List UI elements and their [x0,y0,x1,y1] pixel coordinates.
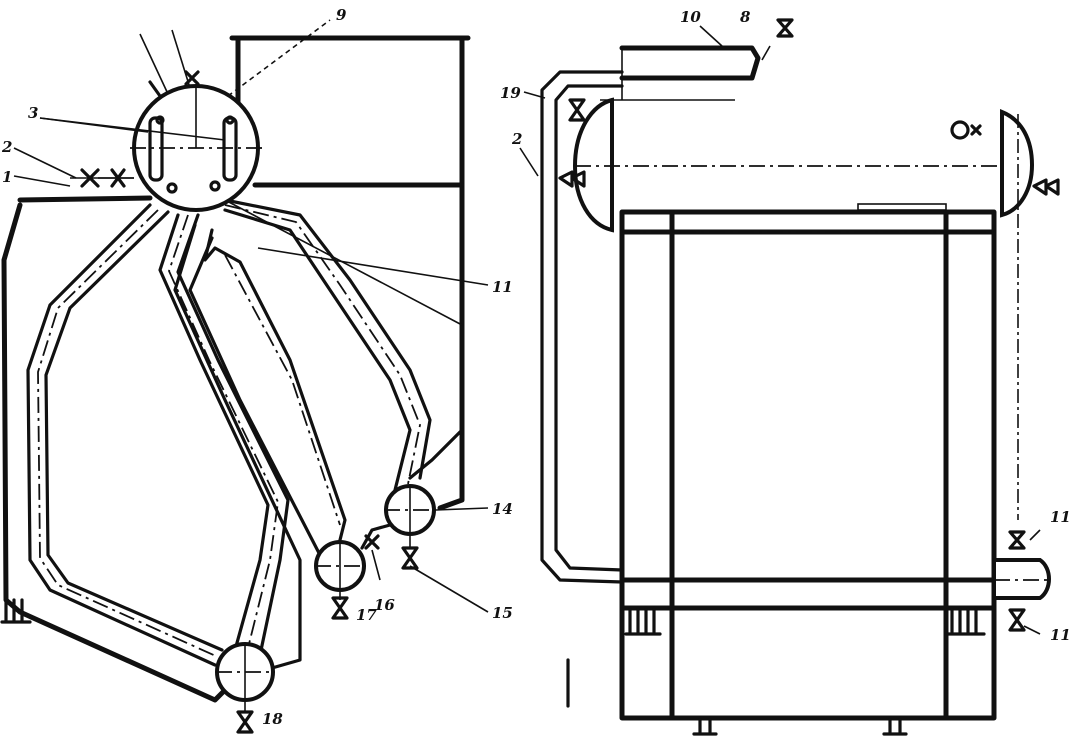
support-foot-1 [624,606,662,636]
valve-16-icon [364,534,380,550]
drum-valve-2-icon [558,170,586,188]
label-right-10: 10 [680,8,701,26]
label-right-11b: 11 [1050,626,1071,644]
downcomer-loop-inner [554,84,624,572]
top-steam-duct [619,45,761,81]
drum-valve-19-icon [568,98,586,122]
furnace-inner-screen-tube-2 [44,210,224,652]
label-9: 9 [336,6,347,24]
furnace-centerline-dash [37,209,219,658]
name-plate [857,203,947,211]
support-foot-4 [882,716,908,736]
front-screen-tube-a [158,213,270,652]
furnace-top-ledge [17,195,153,203]
convective-dash [224,204,421,485]
left-side-section-view: 1 2 3 9 11 14 15 16 17 18 [0,6,513,734]
label-1: 1 [2,168,12,186]
gauge-icon [950,120,970,140]
feed-valve-icon [80,168,100,188]
lower-header [619,577,997,611]
support-foot-3 [692,716,718,736]
header-valve-11-icon [1008,530,1026,550]
label-15: 15 [492,604,513,622]
label-right-11a: 11 [1050,508,1071,526]
top-valve-right-icon [776,18,794,38]
convective-tube-a [223,208,412,492]
lower-header-end [992,558,1051,600]
front-screen-tube-b [176,213,290,657]
label-16: 16 [374,596,395,614]
label-17: 17 [356,606,377,624]
collector-14-valve-icon [401,546,419,570]
drain-valve-right-icon [1008,608,1026,632]
rear-screen-tube-a [173,223,302,670]
right-drum-front [1000,109,1035,218]
label-3: 3 [28,104,38,122]
rear-screen-tube-b [203,228,347,562]
flue-shaft-lower-slope [408,428,464,480]
collector-17-valve-icon [331,596,349,620]
lower-drum-drain-valve-icon [236,710,254,734]
flue-shaft-right-wall [437,35,465,511]
boiler-casing [619,209,997,721]
right-front-elevation-view: 2 19 10 8 11 11 [500,8,1071,736]
support-foot-2 [946,606,986,636]
furnace-outer-wall [1,202,228,703]
left-support-foot [0,598,32,624]
label-right-8: 8 [740,8,751,26]
furnace-inner-screen-tube [26,203,217,667]
front-screen-tube-dash [168,214,279,653]
downcomer-loop-outer [540,70,624,584]
rear-screen-dash [224,254,341,526]
steam-outlet-pipe-b [171,29,191,89]
right-drum-valve-icon [1032,178,1060,196]
label-right-19: 19 [500,84,521,102]
convective-tube-b [223,198,432,480]
label-14: 14 [492,500,513,518]
top-valve-icon [184,70,200,86]
label-2: 2 [1,138,12,156]
rear-screen-tube-c [188,236,322,557]
label-18: 18 [262,710,283,728]
label-11: 11 [492,278,513,296]
steam-outlet-pipe-a [139,33,169,95]
label-right-2: 2 [511,130,522,148]
